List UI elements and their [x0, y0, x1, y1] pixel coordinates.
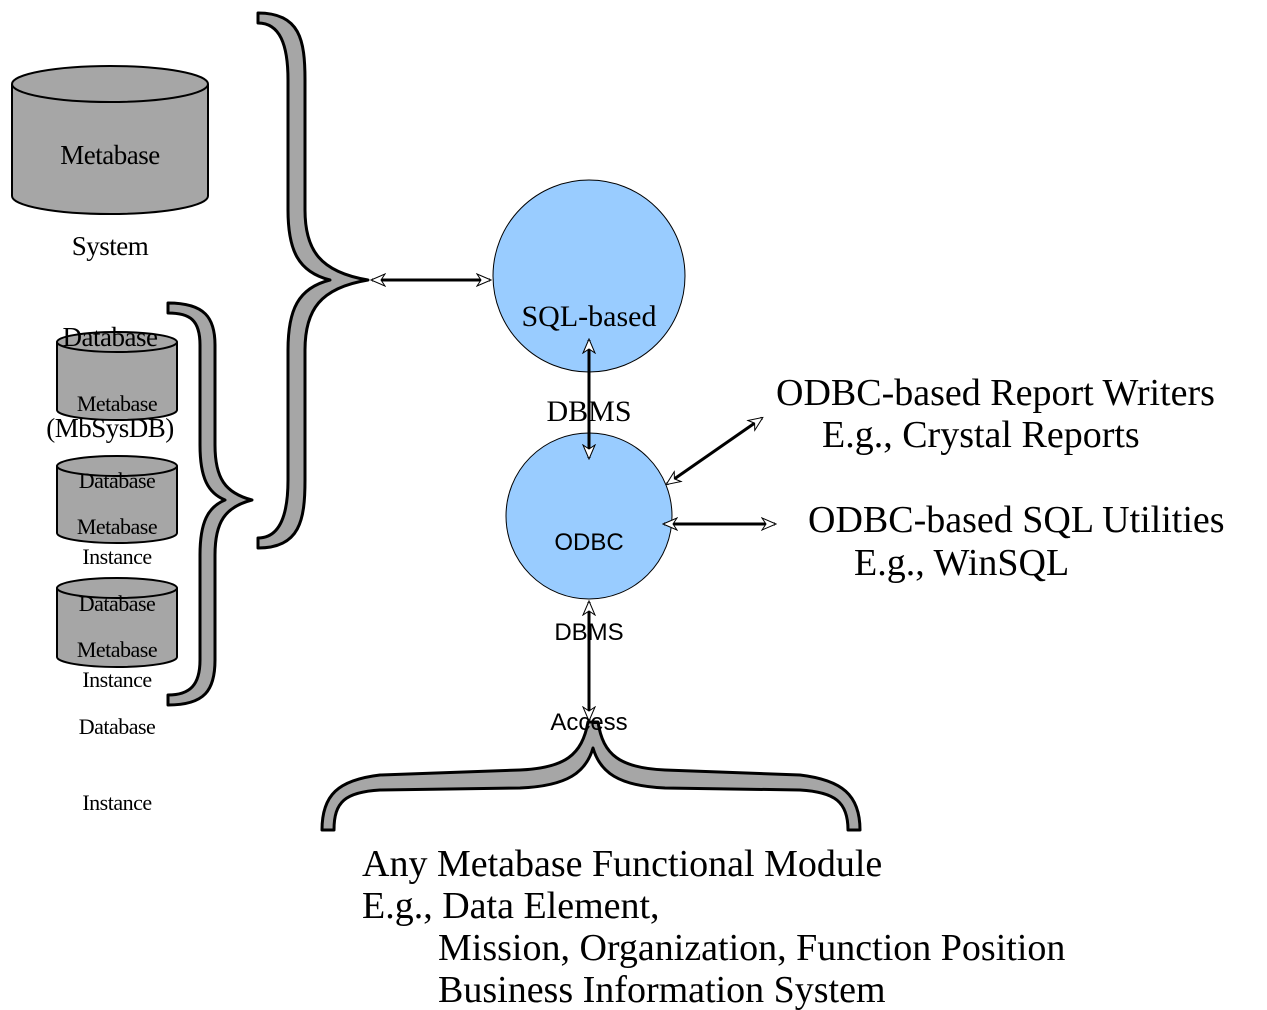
- small-right-brace: [166, 301, 254, 707]
- bottom-up-brace: [320, 720, 862, 832]
- report-writers-title: ODBC-based Report Writers: [776, 372, 1215, 414]
- modules-line-2: E.g., Data Element,: [362, 885, 660, 927]
- instance-1-line-1: Metabase: [76, 391, 158, 417]
- instance-1-line-2: Database: [78, 467, 156, 493]
- instance-3-line-1: Metabase: [76, 637, 158, 663]
- instance-label-1: Metabase Database Instance: [57, 340, 177, 621]
- odbc-access-line-3: Access: [550, 709, 628, 736]
- report-writers-example: E.g., Crystal Reports: [822, 414, 1140, 456]
- mbsysdb-line-3: Database: [62, 321, 158, 352]
- modules-line-4: Business Information System: [438, 969, 886, 1010]
- odbc-access-line-1: ODBC: [554, 529, 624, 556]
- sql-dbms-line-1: SQL-based: [521, 300, 657, 333]
- sql-dbms-label: SQL-based DBMS: [493, 238, 685, 490]
- large-right-brace: [256, 11, 370, 550]
- instance-2-line-2: Database: [78, 590, 156, 616]
- mbsysdb-line-4: (MbSysDB): [46, 412, 174, 443]
- sql-dbms-line-2: DBMS: [546, 394, 632, 428]
- mbsysdb-line-1: Metabase: [60, 140, 160, 171]
- mbsysdb-cylinder: [11, 65, 209, 215]
- sql-utilities-example: E.g., WinSQL: [854, 542, 1070, 584]
- modules-line-1: Any Metabase Functional Module: [362, 843, 883, 885]
- odbc-access-line-2: DBMS: [554, 619, 624, 646]
- odbc-access-label: ODBC DBMS Access: [508, 468, 670, 798]
- sql-utilities-title: ODBC-based SQL Utilities: [808, 499, 1225, 541]
- instance-label-2: Metabase Database Instance: [57, 463, 177, 744]
- connector-odbc-to-report-writers: [667, 418, 762, 484]
- instance-1-line-3: Instance: [82, 544, 152, 570]
- mbsysdb-label: Metabase System Database (MbSysDB): [12, 80, 208, 503]
- mbsysdb-line-2: System: [71, 231, 149, 262]
- instance-cylinder-1: [56, 331, 178, 421]
- instance-cylinder-2: [56, 455, 178, 544]
- instance-2-line-1: Metabase: [76, 514, 158, 540]
- instance-3-line-2: Database: [78, 713, 156, 739]
- instance-3-line-3: Instance: [82, 790, 152, 816]
- instance-label-3: Metabase Database Instance: [57, 586, 177, 867]
- modules-line-3: Mission, Organization, Function Position: [438, 927, 1066, 969]
- instance-2-line-3: Instance: [82, 667, 152, 693]
- instance-cylinder-3: [56, 577, 178, 668]
